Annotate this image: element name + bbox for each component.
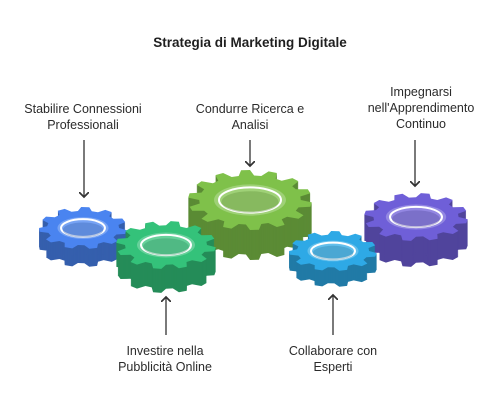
gear-connections (39, 207, 127, 267)
gear-experts (289, 231, 377, 287)
label-learning: Impegnarsi nell'Apprendimento Continuo (367, 85, 475, 131)
label-experts: Collaborare con Esperti (288, 344, 378, 374)
label-research: Condurre Ricerca e Analisi (195, 102, 305, 132)
gear-research (188, 170, 312, 260)
label-advertising: Investire nella Pubblicità Online (118, 344, 212, 374)
label-connections: Stabilire Connessioni Professionali (24, 102, 142, 132)
gear-learning (364, 193, 468, 267)
gear-advertising (116, 221, 216, 293)
diagram-title: Strategia di Marketing Digitale (153, 35, 347, 50)
